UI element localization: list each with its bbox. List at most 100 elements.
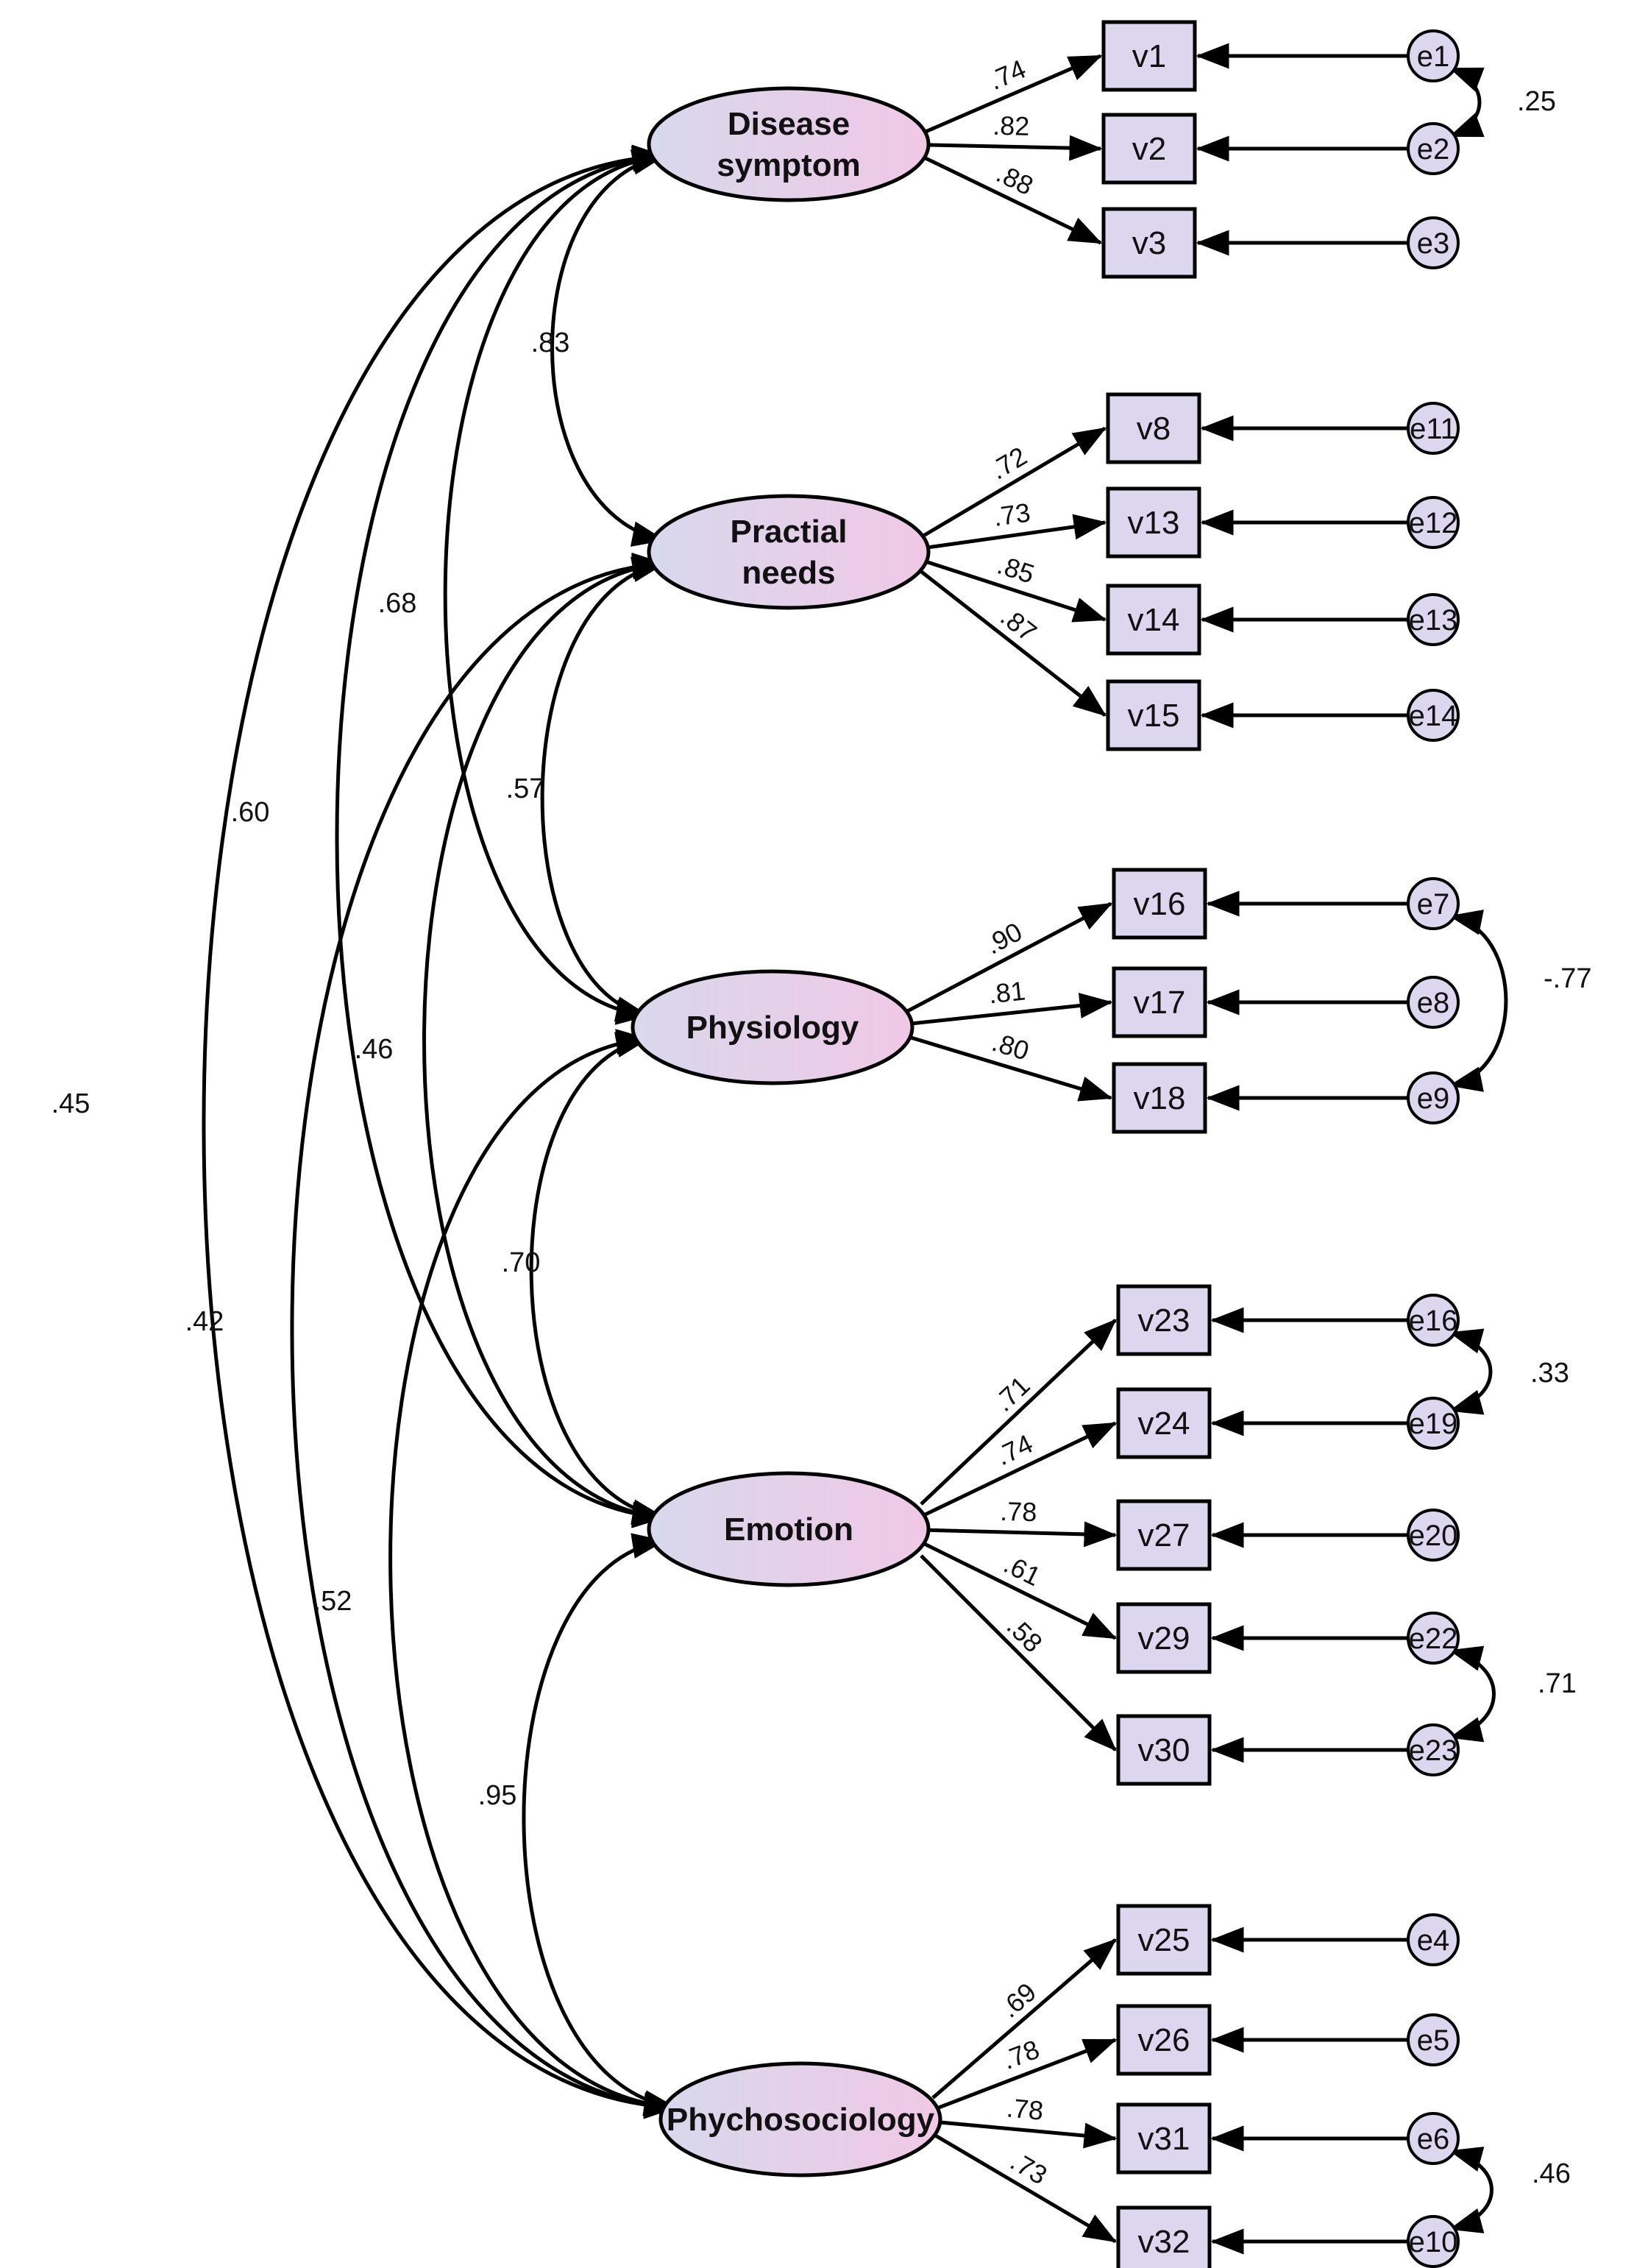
loading-path-v18 (904, 1034, 1113, 1102)
observed-label-v18: v18 (1134, 1080, 1186, 1116)
loading-path-v13 (920, 514, 1107, 550)
error-circle-e9 (1407, 1071, 1460, 1124)
observed-label-v13: v13 (1128, 505, 1180, 541)
error-label-e4: e4 (1417, 1924, 1450, 1957)
correlation-arc-pn-ph (540, 556, 666, 1022)
observed-label-v27: v27 (1138, 1517, 1190, 1553)
observed-variables: v1v2v3v8v13v14v15v16v17v18v23v24v27v29v3… (1101, 20, 1212, 2268)
error-label-e16: e16 (1409, 1305, 1458, 1337)
error-label-e8: e8 (1417, 987, 1450, 1019)
loading-label-v25: .69 (994, 1977, 1042, 2024)
loading-path-v2 (920, 135, 1103, 161)
observed-label-v8: v8 (1137, 411, 1171, 447)
latent-label-ph-line1: Physiology (686, 1010, 859, 1046)
observed-box-v32 (1116, 2205, 1212, 2268)
error-circle-e12 (1407, 496, 1460, 549)
error-covariance-arc-e22-e23 (1449, 1645, 1496, 1743)
latent-label-ps-line1: Phychosociology (667, 2102, 935, 2138)
observed-box-v29 (1116, 1602, 1212, 1674)
error-circle-e14 (1407, 689, 1460, 742)
loading-path-v24 (920, 1421, 1118, 1518)
observed-box-v13 (1106, 486, 1201, 559)
latent-ellipse-ph (631, 969, 914, 1085)
loading-path-v27 (920, 1521, 1118, 1548)
loading-label-v32: .73 (1005, 2146, 1052, 2191)
latent-label-ds-line1: Disease (728, 106, 850, 142)
error-circle-e23 (1407, 1723, 1460, 1776)
loading-label-v30: .58 (1001, 1611, 1048, 1658)
error-circle-e1 (1407, 29, 1460, 82)
observed-label-v30: v30 (1138, 1732, 1190, 1768)
error-label-e23: e23 (1409, 1734, 1458, 1767)
error-circle-e4 (1407, 1913, 1460, 1966)
error-label-e22: e22 (1409, 1623, 1458, 1655)
correlation-label-em-ps: .95 (478, 1780, 517, 1811)
loading-path-v15 (920, 570, 1107, 717)
correlation-arc-em-ps (522, 1533, 678, 2116)
observed-label-v2: v2 (1132, 131, 1166, 167)
loading-label-v17: .81 (987, 975, 1027, 1009)
error-covariance-arc-e6-e10 (1449, 2147, 1494, 2233)
error-covariance-label-e16-e19: .33 (1530, 1358, 1569, 1389)
error-circle-e13 (1407, 593, 1460, 646)
loading-path-v31 (932, 2119, 1118, 2149)
error-circle-e16 (1407, 1294, 1460, 1347)
observed-box-v27 (1116, 1499, 1212, 1571)
error-circle-e6 (1407, 2112, 1460, 2165)
error-covariance-arc-e7-e9 (1449, 910, 1508, 1092)
error-covariance-arc-e16-e19 (1449, 1328, 1493, 1415)
observed-label-v14: v14 (1128, 602, 1180, 638)
correlation-label-pn-ph: .57 (506, 773, 545, 804)
correlation-label-pn-ps: .42 (185, 1306, 224, 1337)
latent-ellipse-ds (647, 86, 931, 202)
observed-box-v16 (1112, 868, 1207, 940)
error-circle-e20 (1407, 1509, 1460, 1562)
correlation-label-ds-ps: .45 (52, 1088, 90, 1119)
error-label-e10: e10 (1409, 2226, 1458, 2258)
factor-loading-paths: .74.82.88.72.73.85.87.90.81.80.71.74.78.… (903, 54, 1118, 2244)
correlation-arc-ds-pn (550, 149, 666, 547)
observed-label-v15: v15 (1128, 698, 1180, 734)
error-label-e13: e13 (1409, 604, 1458, 637)
error-label-e7: e7 (1417, 888, 1450, 921)
correlation-label-ds-ph: .68 (378, 588, 417, 619)
loading-label-v15: .87 (995, 601, 1043, 648)
loading-path-v25 (931, 1938, 1117, 2099)
error-circle-e10 (1407, 2215, 1460, 2268)
error-circle-e7 (1407, 877, 1460, 930)
error-label-e19: e19 (1409, 1408, 1458, 1440)
observed-label-v3: v3 (1132, 225, 1166, 261)
observed-box-v24 (1116, 1387, 1212, 1459)
error-covariance-arcs: .25-.77.33.71.46 (1449, 66, 1591, 2233)
observed-box-v18 (1112, 1062, 1207, 1134)
observed-box-v23 (1116, 1284, 1212, 1356)
observed-label-v29: v29 (1138, 1620, 1190, 1656)
error-paths (1196, 43, 1408, 2255)
error-circle-e19 (1407, 1397, 1460, 1450)
error-label-e14: e14 (1409, 700, 1458, 732)
observed-box-v31 (1116, 2102, 1212, 2175)
loading-label-v27: .78 (1000, 1496, 1037, 1527)
observed-box-v25 (1116, 1904, 1212, 1976)
observed-label-v23: v23 (1138, 1303, 1190, 1339)
loading-label-v8: .72 (985, 441, 1032, 486)
observed-label-v31: v31 (1138, 2121, 1190, 2157)
loading-label-v2: .82 (992, 110, 1030, 141)
error-circle-e22 (1407, 1612, 1460, 1665)
latent-ellipse-em (647, 1471, 931, 1587)
observed-box-v17 (1112, 966, 1207, 1038)
error-covariance-arc-e1-e2 (1449, 66, 1485, 138)
correlation-arc-ds-em (335, 145, 666, 1528)
loading-label-v14: .85 (994, 549, 1038, 589)
observed-box-v26 (1116, 2004, 1212, 2076)
latent-label-pn-line2: needs (742, 555, 835, 591)
error-covariance-label-e1-e2: .25 (1517, 86, 1556, 117)
loading-path-v32 (931, 2132, 1118, 2244)
error-label-e20: e20 (1409, 1520, 1458, 1552)
correlation-arc-ds-ps (202, 144, 678, 2119)
correlation-label-ds-em: .60 (231, 797, 270, 828)
error-circle-e2 (1407, 122, 1460, 175)
loading-label-v31: .78 (1005, 2092, 1045, 2125)
error-label-e2: e2 (1417, 133, 1450, 166)
